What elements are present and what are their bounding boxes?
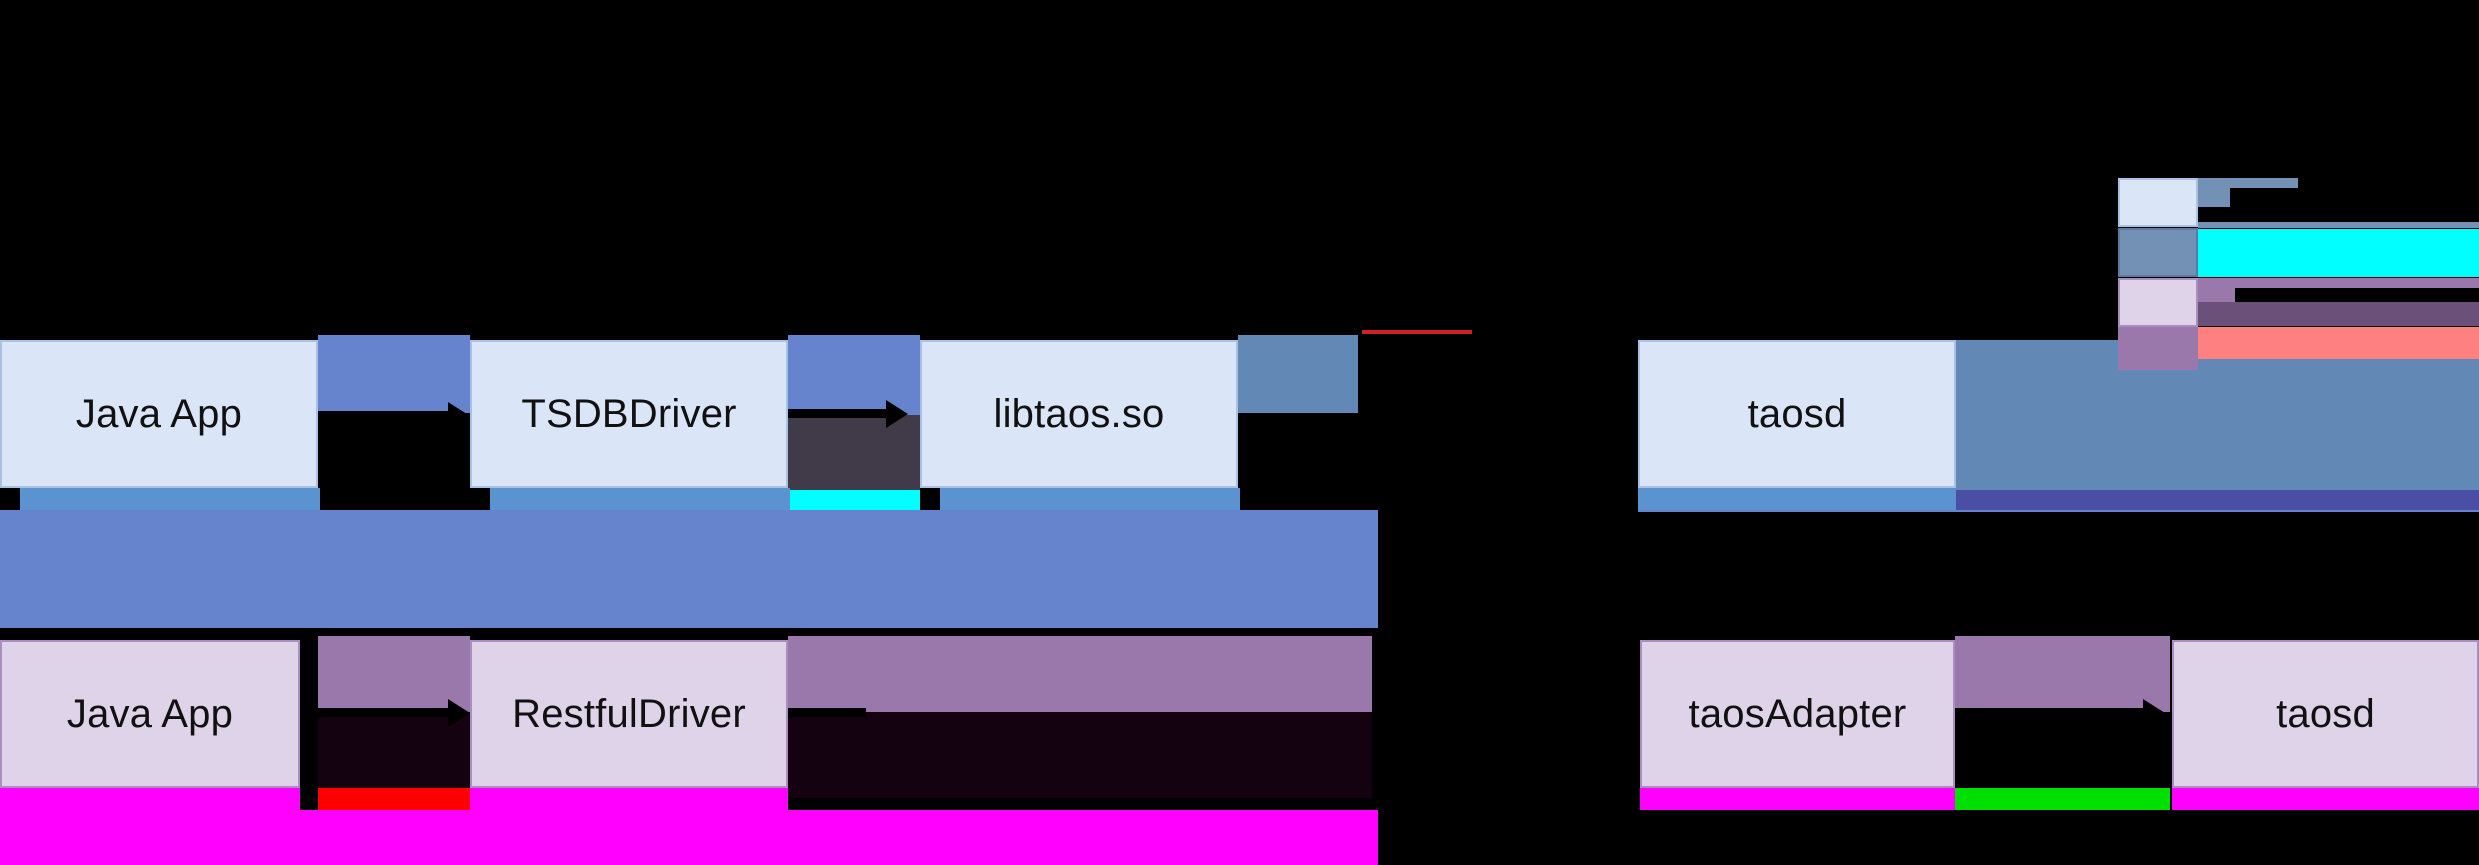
legend-label-native-channel <box>2198 229 2479 277</box>
java-app-native-shadow <box>20 488 320 510</box>
taosd-rest-shadow <box>2172 788 2479 810</box>
tsdb-driver-shadow <box>490 488 790 510</box>
rest-connector-2-label-bg <box>788 636 1372 716</box>
native-server-channel-panel <box>1955 340 2479 490</box>
rest-connector-3-arrow-head <box>2143 699 2165 727</box>
native-connector-2-arrow-head <box>886 400 908 428</box>
node-label: RestfulDriver <box>512 692 746 736</box>
node-taosd-native[interactable]: taosd <box>1638 340 1956 488</box>
node-label: TSDBDriver <box>521 392 737 436</box>
rest-connector-2-arrow-line <box>786 708 866 717</box>
native-server-channel-edge <box>1955 490 2479 512</box>
rest-connector-3-arrow-tail <box>1950 708 1960 718</box>
node-java-app-rest[interactable]: Java App <box>0 640 300 788</box>
legend-swatch-native-node <box>2118 178 2198 227</box>
node-taos-adapter[interactable]: taosAdapter <box>1640 640 1955 788</box>
native-connector-1-label <box>318 413 470 513</box>
rest-connector-2-arrow-tail <box>784 708 794 718</box>
native-connector-3-arrow-tail <box>1234 413 1244 423</box>
node-label: taosAdapter <box>1688 692 1907 736</box>
taosd-native-shadow <box>1638 488 1956 510</box>
rest-connector-1-arrow-line <box>318 708 448 717</box>
node-label: libtaos.so <box>993 392 1165 436</box>
native-connector-3-label-bg <box>1238 335 1358 413</box>
node-taosd-rest[interactable]: taosd <box>2172 640 2479 788</box>
rest-connector-3-label <box>1955 712 2170 798</box>
node-java-app-native[interactable]: Java App <box>0 340 318 488</box>
native-gap-rule <box>1362 330 1472 334</box>
rest-connector-3-arrow-line <box>1953 708 2143 717</box>
legend-swatch-rest-node <box>2118 278 2198 327</box>
native-panel-purple-tag <box>2118 327 2198 370</box>
rest-path-band <box>0 810 1378 865</box>
native-path-band <box>0 510 1378 628</box>
native-connector-1-arrow-head <box>448 402 470 430</box>
taos-adapter-shadow <box>1640 788 1955 810</box>
rest-connector-1-red-bar <box>318 788 470 810</box>
restful-driver-shadow <box>470 788 788 810</box>
rest-connector-2-label <box>788 712 1372 798</box>
rest-connector-1-arrow-tail <box>314 708 324 718</box>
native-connector-2-cyan-bar <box>788 490 920 512</box>
node-label: Java App <box>66 692 234 736</box>
legend-label-native-node <box>2230 188 2479 222</box>
legend-swatch-native-channel <box>2118 228 2198 277</box>
libtaos-shadow <box>940 488 1240 510</box>
rest-connector-1-label <box>318 712 470 798</box>
rest-connector-1-arrow-head <box>448 699 470 727</box>
native-connector-1-arrow-line <box>318 411 448 420</box>
node-label: Java App <box>75 392 243 436</box>
native-panel-salmon-tag <box>2198 327 2479 359</box>
native-connector-1-label-bg <box>318 335 470 415</box>
rest-connector-3-label-bg <box>1955 636 2170 716</box>
node-label: taosd <box>2276 692 2375 736</box>
node-restful-driver[interactable]: RestfulDriver <box>470 640 788 788</box>
legend-rule-1 <box>2198 222 2479 228</box>
node-label: taosd <box>1747 392 1847 436</box>
rest-connector-1-label-bg <box>318 636 470 716</box>
native-connector-1-arrow-tail <box>314 411 324 421</box>
native-path-band-right <box>1638 510 2479 512</box>
legend-bar-rest-node-2 <box>2198 302 2479 326</box>
node-libtaos-so[interactable]: libtaos.so <box>920 340 1238 488</box>
native-connector-3-label <box>1238 413 1638 513</box>
node-tsdb-driver[interactable]: TSDBDriver <box>470 340 788 488</box>
native-connector-2-arrow-line <box>786 409 898 418</box>
java-app-rest-shadow <box>0 788 300 810</box>
rest-connector-3-green-bar <box>1955 788 2170 810</box>
